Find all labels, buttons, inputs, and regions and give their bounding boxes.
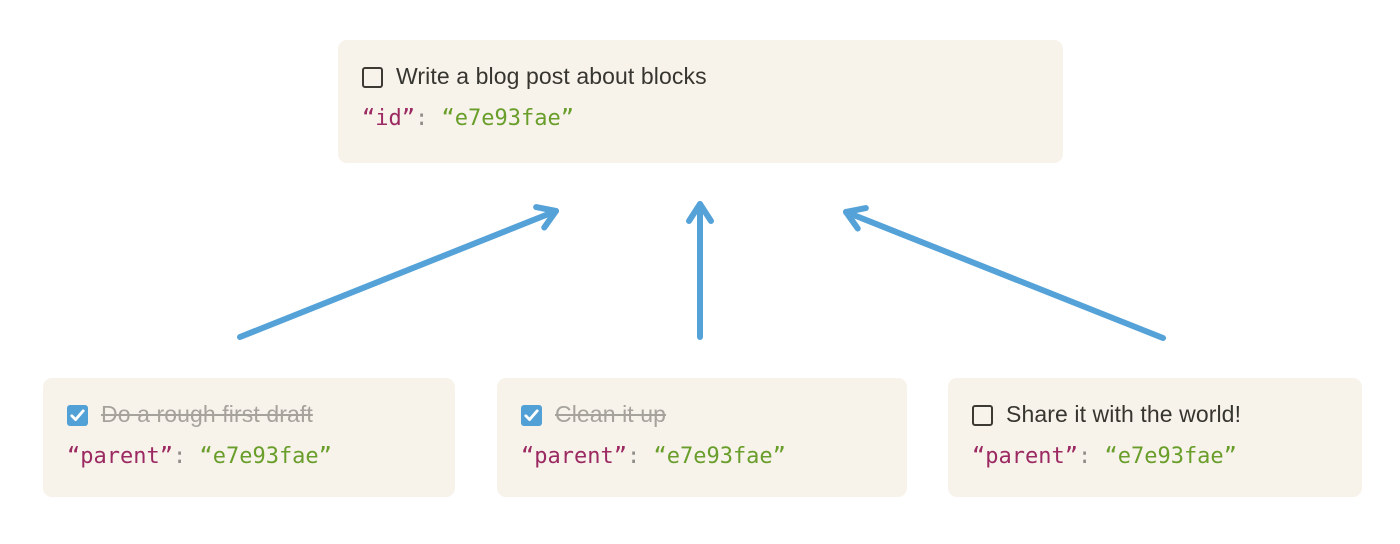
code-key: “parent” bbox=[521, 444, 627, 469]
checkmark-icon bbox=[524, 408, 539, 421]
checkbox-checked-icon[interactable] bbox=[67, 404, 88, 426]
task-label: Do a rough first draft bbox=[101, 401, 313, 428]
task-row: Share it with the world! bbox=[972, 401, 1338, 429]
task-row: Write a blog post about blocks bbox=[362, 63, 1039, 91]
child-task-card-cleanup: Clean it up “parent”: “e7e93fae” bbox=[497, 378, 907, 497]
code-value: “e7e93fae” bbox=[441, 106, 574, 131]
task-label: Clean it up bbox=[555, 401, 667, 428]
task-row: Clean it up bbox=[521, 401, 883, 429]
code-separator: : bbox=[414, 106, 442, 131]
checkbox-unchecked-icon[interactable] bbox=[362, 66, 383, 88]
block-parent-code: “parent”: “e7e93fae” bbox=[67, 444, 431, 469]
code-key: “parent” bbox=[972, 444, 1078, 469]
code-separator: : bbox=[626, 444, 654, 469]
block-parent-code: “parent”: “e7e93fae” bbox=[521, 444, 883, 469]
code-key: “id” bbox=[362, 106, 415, 131]
task-label: Share it with the world! bbox=[1006, 401, 1242, 428]
code-separator: : bbox=[172, 444, 200, 469]
block-parent-code: “parent”: “e7e93fae” bbox=[972, 444, 1338, 469]
code-value: “e7e93fae” bbox=[653, 444, 786, 469]
arrow-draft-to-parent-icon bbox=[237, 204, 559, 340]
parent-task-card: Write a blog post about blocks “id”: “e7… bbox=[338, 40, 1063, 163]
child-task-card-draft: Do a rough first draft “parent”: “e7e93f… bbox=[43, 378, 455, 497]
code-key: “parent” bbox=[67, 444, 173, 469]
code-separator: : bbox=[1077, 444, 1105, 469]
code-value: “e7e93fae” bbox=[1104, 444, 1237, 469]
task-label: Write a blog post about blocks bbox=[396, 63, 707, 90]
code-value: “e7e93fae” bbox=[199, 444, 332, 469]
child-task-card-share: Share it with the world! “parent”: “e7e9… bbox=[948, 378, 1362, 497]
block-id-code: “id”: “e7e93fae” bbox=[362, 106, 1039, 131]
checkbox-checked-icon[interactable] bbox=[521, 404, 542, 426]
task-row: Do a rough first draft bbox=[67, 401, 431, 429]
checkbox-unchecked-icon[interactable] bbox=[972, 404, 993, 426]
arrow-share-to-parent-icon bbox=[843, 205, 1166, 341]
checkmark-icon bbox=[70, 408, 85, 421]
